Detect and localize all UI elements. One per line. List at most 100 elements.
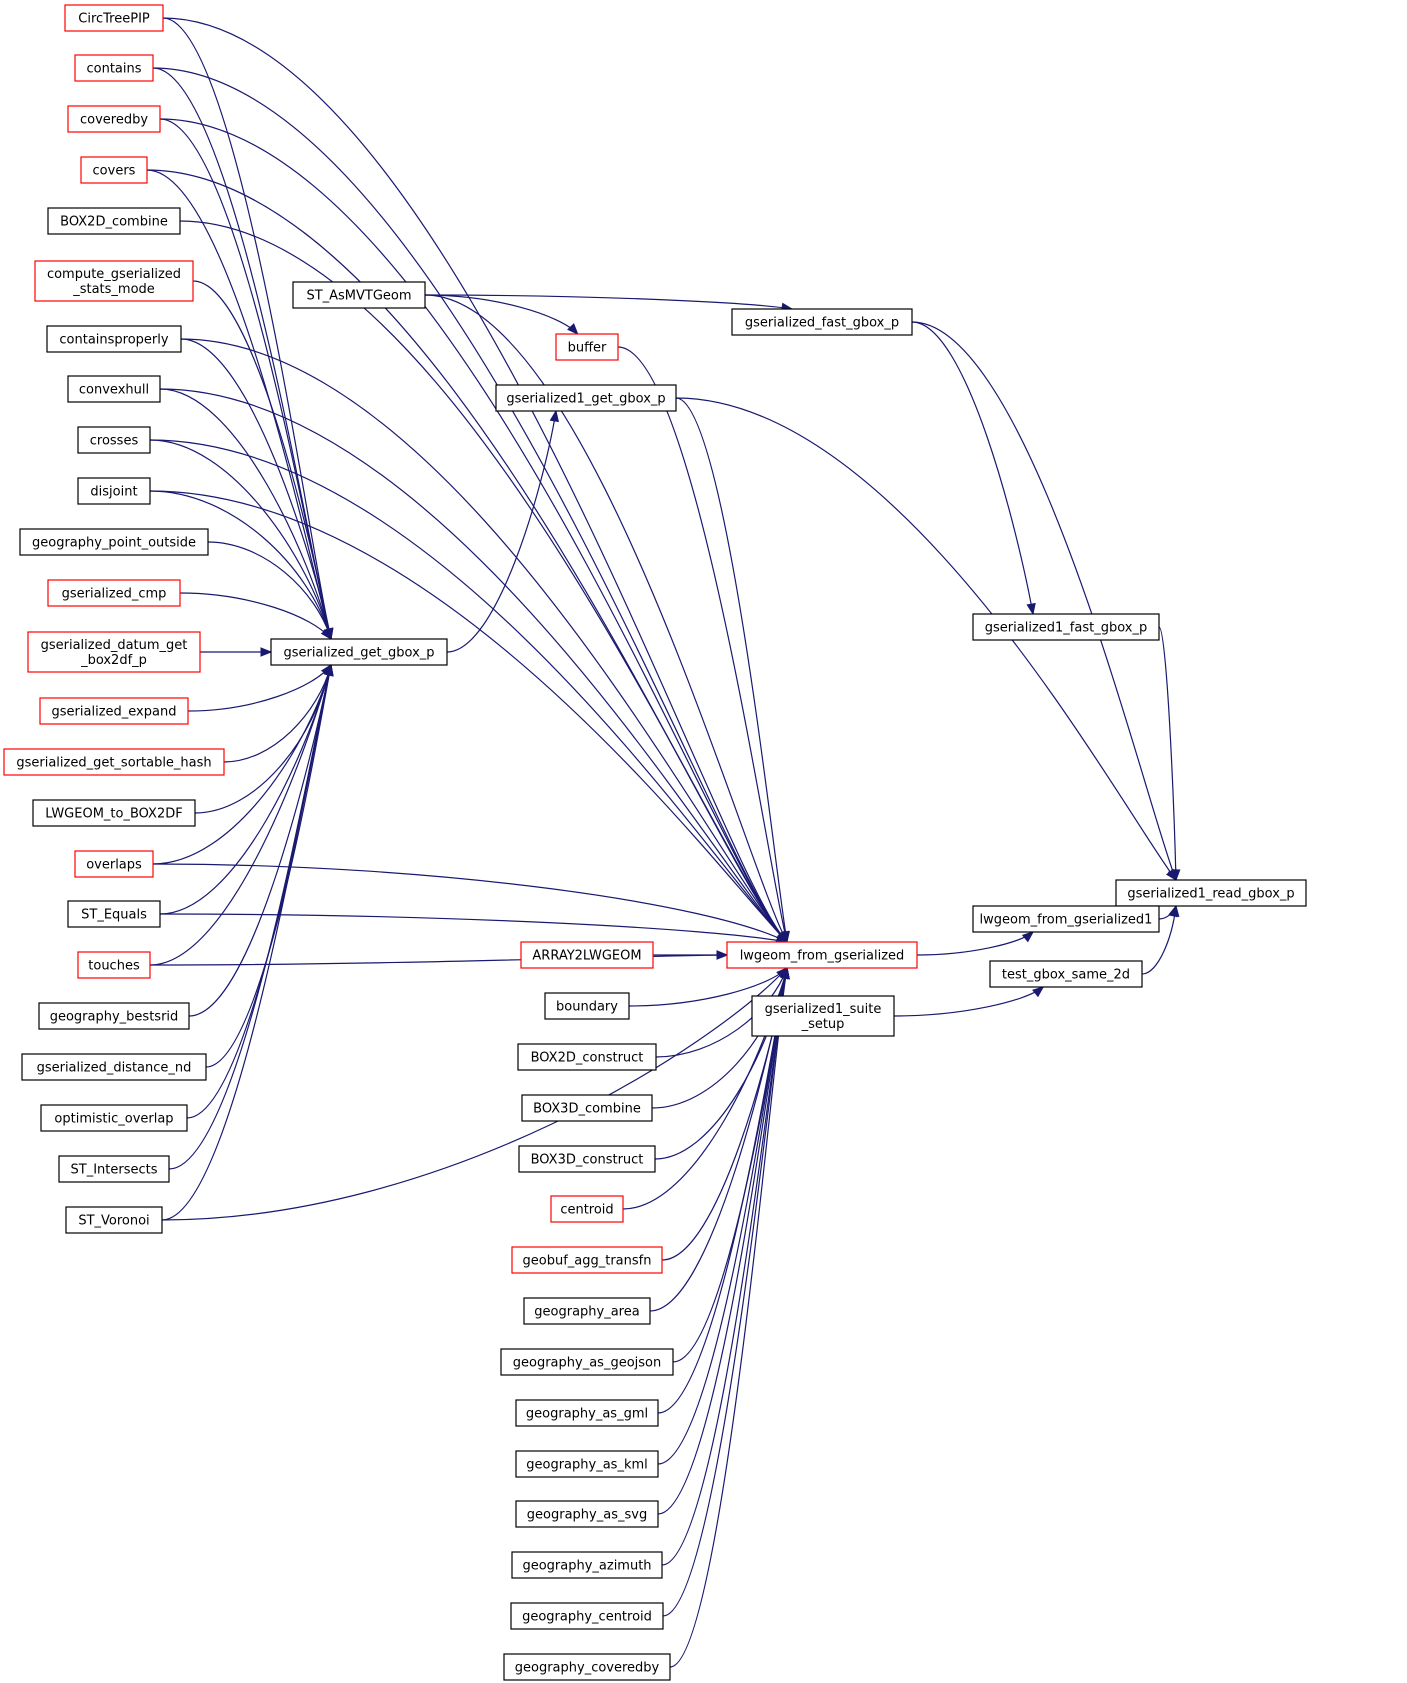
node-label: geography_bestsrid bbox=[50, 1010, 179, 1025]
node-label: test_gbox_same_2d bbox=[1002, 968, 1130, 983]
node-box bbox=[511, 1551, 663, 1579]
edge-touches-to-lwgeom-from-gserialized bbox=[149, 950, 729, 966]
node-box bbox=[47, 579, 181, 607]
edge-line bbox=[180, 338, 788, 943]
node-geography-as-gml[interactable]: geography_as_gml bbox=[515, 1399, 659, 1427]
node-test-gbox-same-2d[interactable]: test_gbox_same_2d bbox=[989, 960, 1143, 988]
node-lwgeom-from-gserialized[interactable]: lwgeom_from_gserialized bbox=[726, 941, 918, 969]
edge-gserialized1-fast-gbox-p-to-gserialized1-read-gbox-p bbox=[1158, 626, 1181, 882]
node-gserialized-fast-gbox-p[interactable]: gserialized_fast_gbox_p bbox=[731, 308, 913, 336]
edge-line bbox=[662, 967, 788, 1617]
arrowhead bbox=[1032, 986, 1045, 998]
node-box bbox=[32, 799, 196, 827]
node-geography-azimuth[interactable]: geography_azimuth bbox=[511, 1551, 663, 1579]
node-geography-coveredby[interactable]: geography_coveredby bbox=[503, 1653, 671, 1681]
node-label: containsproperly bbox=[59, 333, 168, 348]
node-geography-bestsrid[interactable]: geography_bestsrid bbox=[38, 1002, 190, 1030]
edge-disjoint-to-lwgeom-from-gserialized bbox=[149, 490, 788, 943]
edge-line bbox=[194, 664, 332, 814]
node-label: gserialized1_read_gbox_p bbox=[1127, 887, 1294, 902]
edge-line bbox=[149, 954, 728, 966]
node-st-equals[interactable]: ST_Equals bbox=[67, 900, 161, 928]
arrowhead bbox=[1026, 602, 1036, 616]
node-centroid[interactable]: centroid bbox=[550, 1195, 624, 1223]
node-label: gserialized_expand bbox=[52, 705, 177, 720]
node-label: gserialized_cmp bbox=[62, 587, 167, 602]
edge-line bbox=[179, 220, 788, 943]
node-label: _box2df_p bbox=[80, 653, 147, 668]
node-box3d-combine[interactable]: BOX3D_combine bbox=[521, 1094, 653, 1122]
node-gserialized-distance-nd[interactable]: gserialized_distance_nd bbox=[21, 1053, 207, 1081]
node-box bbox=[503, 1653, 671, 1681]
node-containsproperly[interactable]: containsproperly bbox=[46, 325, 182, 353]
node-gserialized-cmp[interactable]: gserialized_cmp bbox=[47, 579, 181, 607]
node-box bbox=[550, 1195, 624, 1223]
node-box bbox=[972, 905, 1160, 933]
node-optimistic-overlap[interactable]: optimistic_overlap bbox=[40, 1104, 188, 1132]
edge-line bbox=[192, 280, 332, 640]
node-gserialized1-read-gbox-p[interactable]: gserialized1_read_gbox_p bbox=[1115, 879, 1307, 907]
node-convexhull[interactable]: convexhull bbox=[67, 375, 161, 403]
node-geography-as-geojson[interactable]: geography_as_geojson bbox=[500, 1348, 674, 1376]
edge-gserialized-datum-get-box2df-p-to-gserialized-get-gbox-p bbox=[200, 647, 273, 657]
node-geography-area[interactable]: geography_area bbox=[523, 1297, 651, 1325]
node-gserialized1-fast-gbox-p[interactable]: gserialized1_fast_gbox_p bbox=[972, 613, 1160, 641]
node-box bbox=[751, 995, 895, 1037]
node-gserialized-expand[interactable]: gserialized_expand bbox=[39, 697, 189, 725]
edge-optimistic-overlap-to-gserialized-get-gbox-p bbox=[186, 663, 334, 1119]
edge-line bbox=[149, 439, 788, 943]
edge-line bbox=[159, 118, 788, 943]
node-contains[interactable]: contains bbox=[74, 54, 154, 82]
node-box bbox=[77, 477, 151, 505]
node-box3d-construct[interactable]: BOX3D_construct bbox=[518, 1145, 656, 1173]
node-st-voronoi[interactable]: ST_Voronoi bbox=[65, 1206, 163, 1234]
arrowhead bbox=[260, 647, 273, 657]
node-array2lwgeom[interactable]: ARRAY2LWGEOM bbox=[520, 941, 654, 969]
edge-line bbox=[161, 967, 788, 1221]
node-box bbox=[515, 1399, 659, 1427]
node-st-intersects[interactable]: ST_Intersects bbox=[58, 1155, 170, 1183]
node-coveredby[interactable]: coveredby bbox=[67, 105, 161, 133]
arrowhead bbox=[1170, 904, 1180, 917]
node-label: buffer bbox=[568, 341, 607, 356]
node-overlaps[interactable]: overlaps bbox=[74, 850, 154, 878]
node-label: ST_Intersects bbox=[71, 1163, 158, 1178]
node-circtreepip[interactable]: CircTreePIP bbox=[64, 4, 164, 32]
node-box bbox=[544, 992, 630, 1020]
node-box bbox=[74, 850, 154, 878]
node-disjoint[interactable]: disjoint bbox=[77, 477, 151, 505]
node-crosses[interactable]: crosses bbox=[77, 426, 151, 454]
node-gserialized1-get-gbox-p[interactable]: gserialized1_get_gbox_p bbox=[495, 384, 677, 412]
edge-st-voronoi-to-lwgeom-from-gserialized bbox=[161, 967, 788, 1221]
node-box bbox=[46, 325, 182, 353]
node-geography-point-outside[interactable]: geography_point_outside bbox=[19, 528, 209, 556]
edge-line bbox=[152, 863, 788, 943]
node-covers[interactable]: covers bbox=[80, 156, 148, 184]
edge-line bbox=[159, 388, 788, 943]
node-box2d-construct[interactable]: BOX2D_construct bbox=[517, 1043, 657, 1071]
node-compute-gserialized-stats-mode[interactable]: compute_gserialized_stats_mode bbox=[34, 260, 194, 302]
node-lwgeom-from-gserialized1[interactable]: lwgeom_from_gserialized1 bbox=[972, 905, 1160, 933]
edge-st-intersects-to-gserialized-get-gbox-p bbox=[168, 663, 334, 1170]
node-box2d-combine[interactable]: BOX2D_combine bbox=[47, 207, 181, 235]
node-boundary[interactable]: boundary bbox=[544, 992, 630, 1020]
node-box bbox=[64, 4, 164, 32]
node-box bbox=[67, 900, 161, 928]
node-gserialized-datum-get-box2df-p[interactable]: gserialized_datum_get_box2df_p bbox=[27, 631, 201, 673]
node-gserialized1-suite-setup[interactable]: gserialized1_suite_setup bbox=[751, 995, 895, 1037]
node-lwgeom-to-box2df[interactable]: LWGEOM_to_BOX2DF bbox=[32, 799, 196, 827]
node-geography-as-kml[interactable]: geography_as_kml bbox=[515, 1450, 659, 1478]
node-label: ST_Equals bbox=[81, 908, 147, 923]
node-touches[interactable]: touches bbox=[77, 951, 151, 979]
arrowhead bbox=[567, 323, 579, 335]
node-gserialized-get-sortable-hash[interactable]: gserialized_get_sortable_hash bbox=[3, 748, 225, 776]
node-geobuf-agg-transfn[interactable]: geobuf_agg_transfn bbox=[511, 1246, 663, 1274]
node-st-asmvtgeom[interactable]: ST_AsMVTGeom bbox=[292, 281, 426, 309]
node-geography-as-svg[interactable]: geography_as_svg bbox=[515, 1500, 659, 1528]
node-geography-centroid[interactable]: geography_centroid bbox=[510, 1602, 664, 1630]
node-buffer[interactable]: buffer bbox=[555, 333, 619, 361]
node-label: lwgeom_from_gserialized1 bbox=[980, 913, 1153, 928]
node-label: gserialized_get_gbox_p bbox=[283, 646, 434, 661]
node-gserialized-get-gbox-p[interactable]: gserialized_get_gbox_p bbox=[270, 638, 448, 666]
node-box bbox=[517, 1043, 657, 1071]
